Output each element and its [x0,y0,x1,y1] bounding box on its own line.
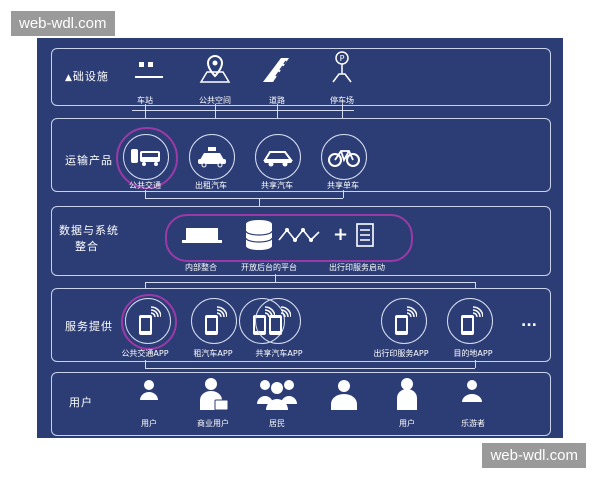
user-icon [137,378,161,402]
parking-icon: P [327,50,357,84]
user-icon [393,376,421,410]
connector-line [475,360,476,368]
bus-train-icon [123,134,169,180]
connector-line [145,198,343,199]
checklist-icon [355,222,375,248]
connector-line [259,198,260,206]
service-layer [51,288,551,362]
highlight-ring [121,294,177,350]
transport-label-bike-sharing: 共享单车 [327,181,359,190]
service-label-taxi-app: 租汽车APP [193,349,233,358]
phone-wifi-icon [255,298,301,344]
svg-text:P: P [340,54,345,63]
service-label-destination-app: 目的地APP [453,349,493,358]
connector-line [343,190,344,198]
transport-layer [51,118,551,192]
service-title: 服务提供 [65,320,113,333]
user-icon [459,378,485,404]
data-integration-title-line1: 数据与系统 [59,224,119,237]
transport-label-public-transit: 公共交通 [129,181,161,190]
data-label-service-launch: 出行印服务启动 [329,263,385,272]
connector-line [215,104,216,118]
watermark-bottom: web-wdl.com [482,443,586,468]
connector-line [132,110,354,111]
service-label-car-sharing-app: 共享汽车APP [255,349,303,358]
infra-label-road: 道路 [269,96,285,105]
infra-label-parking: 停车场 [330,96,354,105]
more-ellipsis: ... [521,314,537,330]
connector-line [145,368,475,369]
users-layer [51,372,551,436]
connector-line [145,360,146,368]
users-title: 用户 [69,396,93,409]
map-pin-icon [195,54,235,84]
phone-wifi-icon [125,298,171,344]
bicycle-icon [321,134,367,180]
laptop-icon [180,224,224,246]
user-icon [329,378,359,410]
infra-label-station: 车站 [137,96,153,105]
business-user-icon [197,376,231,412]
service-label-public-transit-app: 公共交通APP [121,349,169,358]
connector-line [145,104,146,118]
infra-label-public-space: 公共空间 [199,96,231,105]
phone-wifi-icon [381,298,427,344]
connector-line [342,104,343,118]
connector-line [475,282,476,288]
infrastructure-layer [51,48,551,106]
data-integration-title-line2: 整合 [75,240,99,253]
database-icon [243,218,325,252]
transport-title: 运输产品 [65,154,113,167]
service-label-travel-service-app: 出行印服务APP [373,349,429,358]
highlight-ring [116,127,178,189]
connector-line [145,282,146,288]
watermark-top: web-wdl.com [11,11,115,36]
data-integration-layer [51,206,551,276]
transport-label-taxi: 出租汽车 [195,181,227,190]
mobility-architecture-diagram: ▲础设施 P 车站 公共空间 道路 停车场 运输产品 公共交通 出租汽车 共享汽… [37,38,563,438]
road-icon [259,54,295,84]
user-label-residents: 居民 [269,419,285,428]
connector-line [145,190,146,198]
residents-icon [255,376,299,410]
connector-line [275,274,276,282]
plus-sign: + [333,224,349,245]
user-label-user-2: 用户 [399,419,415,428]
phone-wifi-icon [447,298,493,344]
connector-line [277,104,278,118]
phone-wifi-icon [191,298,237,344]
taxi-icon [189,134,235,180]
user-label-tourist: 乐游者 [461,419,485,428]
connector-line [145,282,475,283]
highlight-ring [165,214,413,262]
infrastructure-title: ▲础设施 [65,70,109,83]
transport-label-car-sharing: 共享汽车 [261,181,293,190]
station-icon [131,58,167,84]
user-label-user: 用户 [141,419,157,428]
car-icon [255,134,301,180]
user-label-business-user: 商业用户 [197,419,229,428]
data-label-open-platform: 开放后台的平台 [241,263,297,272]
data-label-internal: 内部整合 [185,263,217,272]
